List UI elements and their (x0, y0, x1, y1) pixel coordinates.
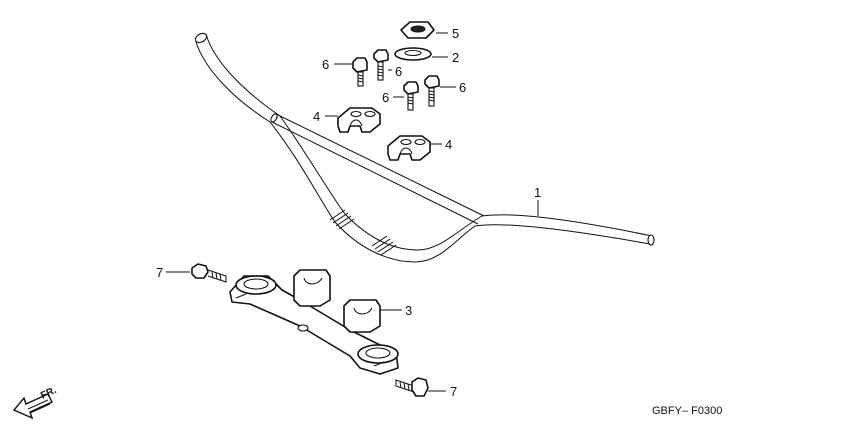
bolt-a (352, 57, 368, 87)
clamp-bolt-top (191, 263, 227, 283)
callout-bolt-b: 6 (395, 64, 402, 79)
front-label: FR. (39, 385, 58, 402)
cap (400, 21, 435, 39)
callout-lower-holder: 3 (405, 303, 412, 318)
upper-holder-b (387, 135, 431, 161)
callout-cap: 5 (452, 26, 459, 41)
clamp-bolt-bottom (395, 377, 429, 397)
callout-handlebar: 1 (534, 185, 541, 200)
diagram-code: GBFY– F0300 (652, 405, 722, 417)
callout-upper-holder-b: 4 (445, 137, 452, 152)
bolt-c (403, 81, 419, 111)
callout-bolt-a: 6 (322, 57, 329, 72)
handlebar (194, 32, 655, 263)
callout-bolt-d: 6 (459, 80, 466, 95)
washer (394, 47, 432, 61)
knurl-left (329, 209, 355, 230)
knurl-right (371, 235, 397, 256)
callout-clamp-bolt-top: 7 (156, 265, 163, 280)
callout-clamp-bolt-bottom: 7 (450, 384, 457, 399)
upper-holder-a (337, 107, 381, 133)
callout-washer: 2 (452, 50, 459, 65)
front-arrow-icon (12, 393, 53, 420)
bolt-d (424, 75, 440, 107)
callout-bolt-c: 6 (382, 90, 389, 105)
leader-lines (166, 32, 539, 392)
lower-holder (229, 269, 399, 375)
callout-upper-holder-a: 4 (313, 109, 320, 124)
bolt-b (373, 49, 389, 81)
